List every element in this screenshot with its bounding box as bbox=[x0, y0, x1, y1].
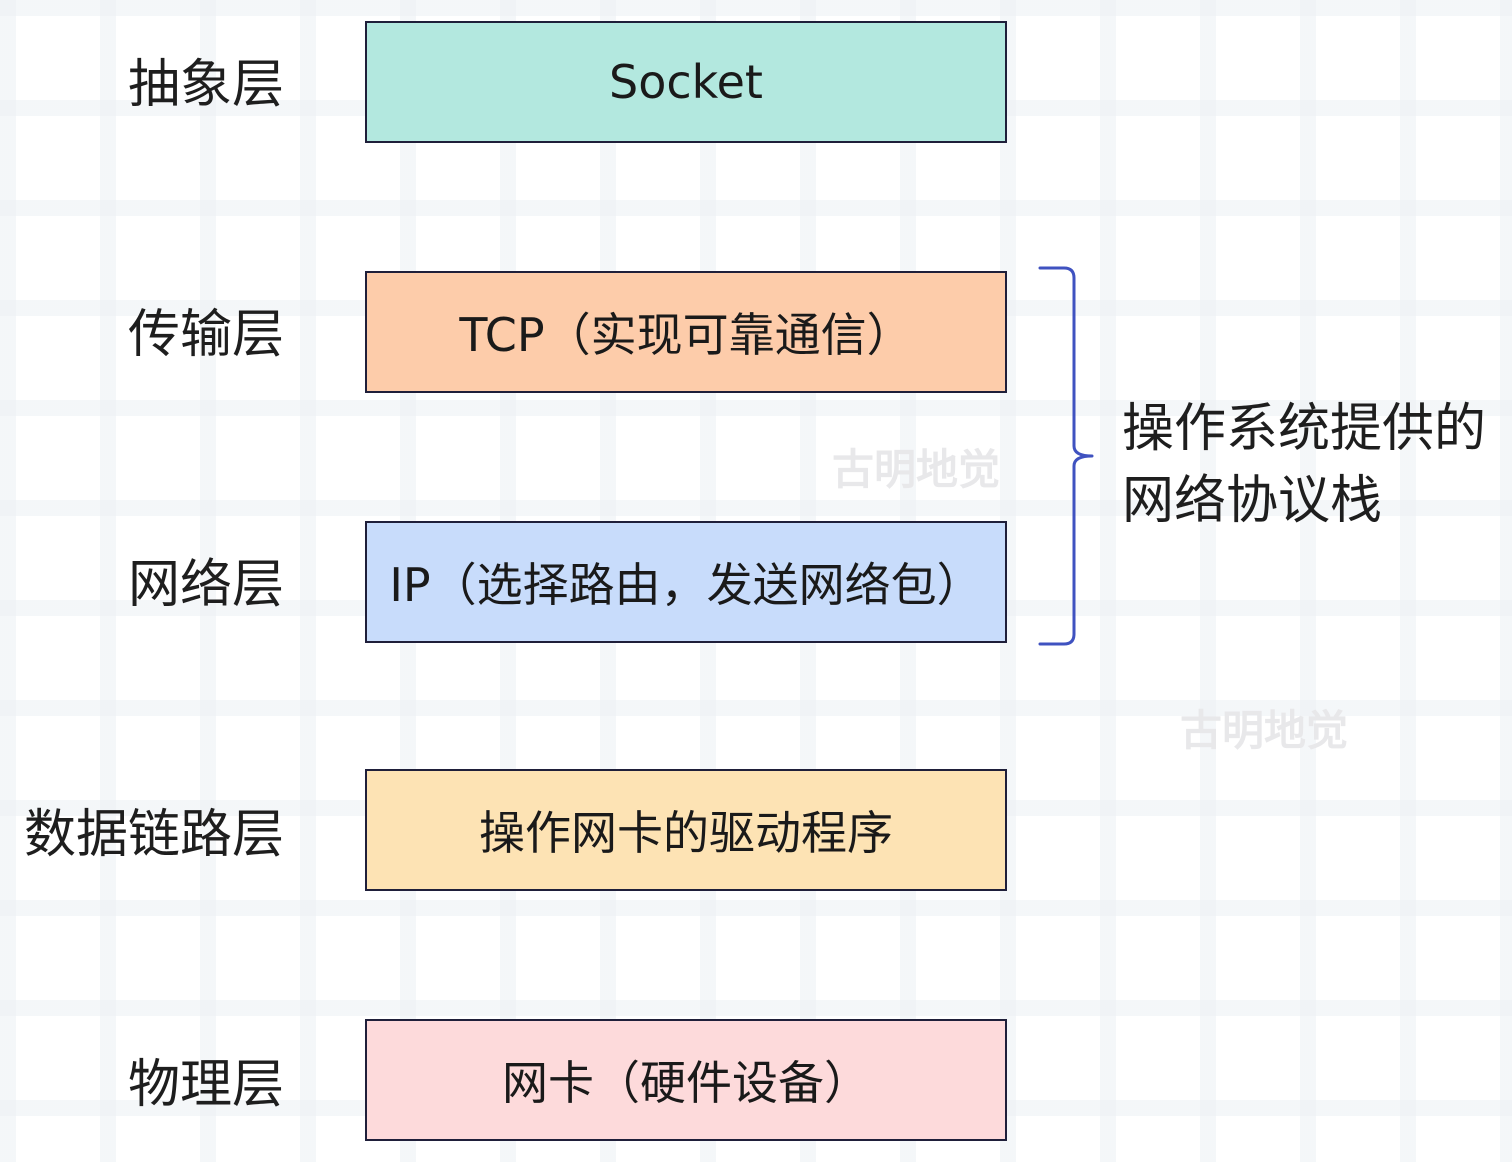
protocol-stack-note-line1: 操作系统提供的 bbox=[1122, 399, 1487, 459]
layer-label-physical: 物理层 bbox=[127, 1055, 284, 1115]
watermark: 古明地觉 bbox=[1180, 706, 1349, 755]
brace-path bbox=[1038, 266, 1094, 646]
tcp-box: TCP（实现可靠通信） bbox=[365, 271, 1007, 393]
nic-hardware-box: 网卡（硬件设备） bbox=[365, 1019, 1007, 1141]
layer-label-network: 网络层 bbox=[127, 555, 284, 615]
socket-box: Socket bbox=[365, 21, 1007, 143]
layer-label-data-link: 数据链路层 bbox=[23, 805, 284, 865]
ip-box: IP（选择路由，发送网络包） bbox=[365, 521, 1007, 643]
protocol-stack-note: 操作系统提供的 网络协议栈 bbox=[1122, 393, 1486, 537]
layer-label-abstraction: 抽象层 bbox=[127, 55, 284, 115]
watermark: 古明地觉 bbox=[832, 445, 1001, 494]
nic-driver-box: 操作网卡的驱动程序 bbox=[365, 769, 1007, 891]
layer-label-transport: 传输层 bbox=[127, 305, 284, 365]
curly-brace-icon bbox=[1038, 266, 1094, 646]
protocol-stack-note-line2: 网络协议栈 bbox=[1122, 471, 1383, 531]
